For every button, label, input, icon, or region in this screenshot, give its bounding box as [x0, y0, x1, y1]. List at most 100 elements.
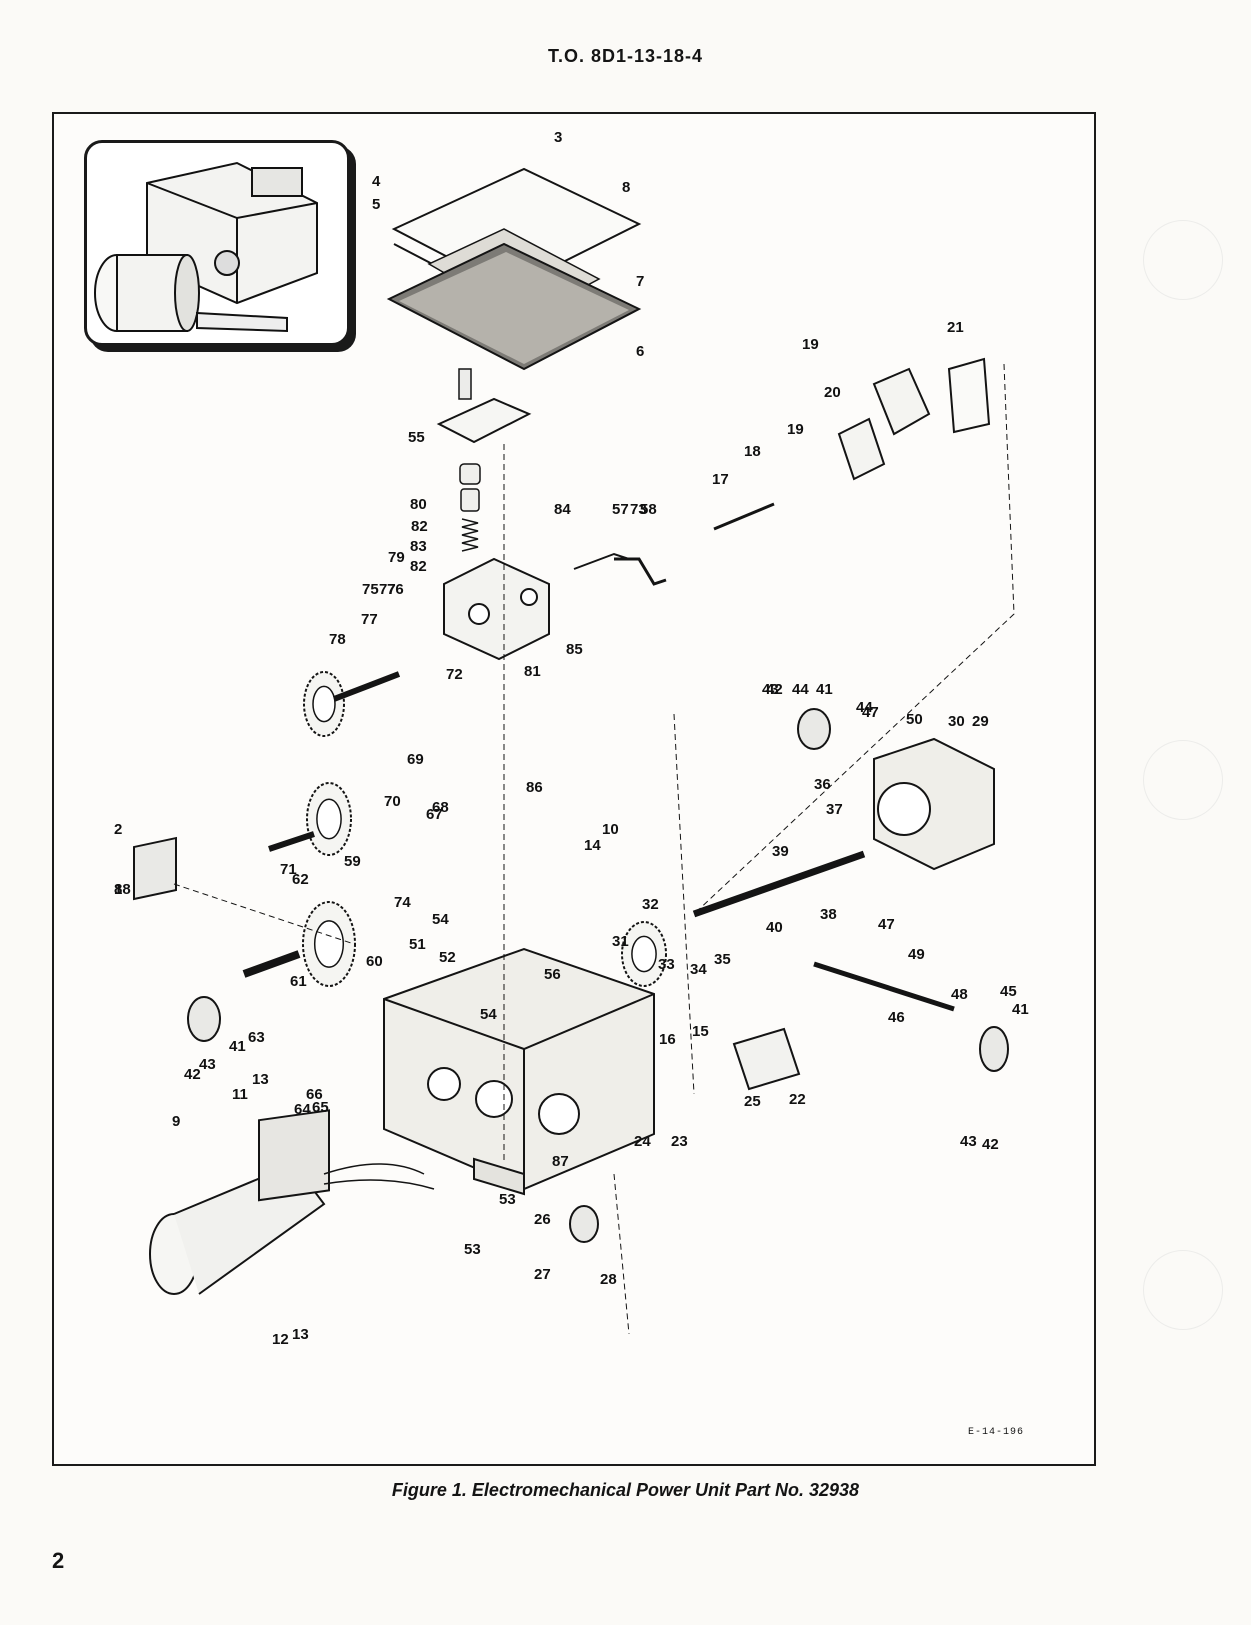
callout-80: 80 [410, 496, 427, 513]
callout-2: 2 [114, 821, 122, 838]
callout-79: 79 [388, 549, 405, 566]
callout-83: 83 [410, 538, 427, 555]
callout-56: 56 [544, 966, 561, 983]
lever-hole [468, 603, 490, 625]
callout-62: 62 [292, 871, 309, 888]
gear-32-hub [631, 935, 657, 973]
gear-80-hub [312, 685, 336, 723]
callout-55: 55 [408, 429, 425, 446]
callout-48: 48 [951, 986, 968, 1003]
callout-40: 40 [766, 919, 783, 936]
callout-32: 32 [642, 896, 659, 913]
connector-41-right [979, 1026, 1009, 1072]
shaft-74 [573, 552, 630, 570]
callout-82: 82 [411, 518, 428, 535]
callout-26: 26 [534, 1211, 551, 1228]
gear-71-hub [316, 798, 342, 840]
callout-30: 30 [948, 713, 965, 730]
gasket-texture [399, 252, 629, 364]
callout-88: 88 [114, 881, 131, 898]
leader-line [673, 713, 695, 1095]
callout-82: 82 [410, 558, 427, 575]
callout-19: 19 [787, 421, 804, 438]
callout-84: 84 [554, 501, 571, 518]
motor-leads [323, 1163, 435, 1190]
shaft-80 [332, 671, 401, 702]
housing-50 [873, 737, 995, 871]
callout-38: 38 [820, 906, 837, 923]
callout-3: 3 [554, 129, 562, 146]
callout-24: 24 [634, 1133, 651, 1150]
motor-flange [258, 1109, 330, 1202]
callout-43: 43 [199, 1056, 216, 1073]
switch-20 [837, 417, 886, 481]
callout-42: 42 [766, 681, 783, 698]
leader-line [693, 363, 1015, 915]
callout-13: 13 [292, 1326, 309, 1343]
callout-53: 53 [499, 1191, 516, 1208]
callout-86: 86 [526, 779, 543, 796]
callout-45: 45 [1000, 983, 1017, 1000]
callout-42: 42 [982, 1136, 999, 1153]
callout-17: 17 [712, 471, 729, 488]
nameplate-1 [133, 836, 177, 901]
callout-25: 25 [744, 1093, 761, 1110]
callout-64: 64 [294, 1101, 311, 1118]
bushing-82 [460, 488, 480, 512]
callout-63: 63 [248, 1029, 265, 1046]
callout-35: 35 [714, 951, 731, 968]
callout-65: 65 [312, 1099, 329, 1116]
callout-19: 19 [802, 336, 819, 353]
callout-75: 75 [362, 581, 379, 598]
callout-12: 12 [272, 1331, 289, 1348]
callout-66: 66 [306, 1086, 323, 1103]
callout-41: 41 [1012, 1001, 1029, 1018]
callout-73: 73 [630, 501, 647, 518]
callout-29: 29 [972, 713, 989, 730]
pin-58 [614, 557, 667, 586]
callout-14: 14 [584, 837, 601, 854]
spring-83 [461, 518, 479, 552]
callout-34: 34 [690, 961, 707, 978]
callout-77: 77 [361, 611, 378, 628]
callout-44: 44 [792, 681, 809, 698]
callout-4: 4 [372, 173, 381, 190]
callout-16: 16 [659, 1031, 676, 1048]
parts-drawing: 1234567891011121313141516171819192021222… [114, 129, 1029, 1348]
page-number: 2 [52, 1548, 65, 1573]
callout-33: 33 [658, 956, 675, 973]
screw-17 [713, 502, 775, 531]
callout-49: 49 [908, 946, 925, 963]
callout-46: 46 [888, 1009, 905, 1026]
callout-10: 10 [602, 821, 619, 838]
bracket-21 [947, 357, 991, 434]
assembled-unit-illustration [94, 161, 318, 333]
callout-15: 15 [692, 1023, 709, 1040]
callout-51: 51 [409, 936, 426, 953]
callout-41: 41 [229, 1038, 246, 1055]
callout-59: 59 [344, 853, 361, 870]
shaft-49 [813, 961, 955, 1012]
drawing-id: E-14-196 [967, 1427, 1024, 1438]
leader-line [173, 883, 355, 945]
callout-74: 74 [394, 894, 411, 911]
lever-hole [520, 588, 538, 606]
callout-43: 43 [762, 681, 779, 698]
page-header: T.O. 8D1-13-18-4 [547, 46, 704, 66]
callout-77: 77 [379, 581, 396, 598]
callout-69: 69 [407, 751, 424, 768]
callout-23: 23 [671, 1133, 688, 1150]
housing-bore [427, 1067, 461, 1101]
callout-36: 36 [814, 776, 831, 793]
gear-60-hub [313, 920, 345, 968]
connector-41-left [187, 996, 221, 1042]
callout-71: 71 [280, 861, 297, 878]
callout-87: 87 [552, 1153, 569, 1170]
callout-11: 11 [232, 1086, 248, 1103]
shaft-63 [242, 950, 301, 978]
callout-37: 37 [826, 801, 843, 818]
callout-5: 5 [372, 196, 380, 213]
connector-41-top [797, 708, 831, 750]
callout-42: 42 [184, 1066, 201, 1083]
